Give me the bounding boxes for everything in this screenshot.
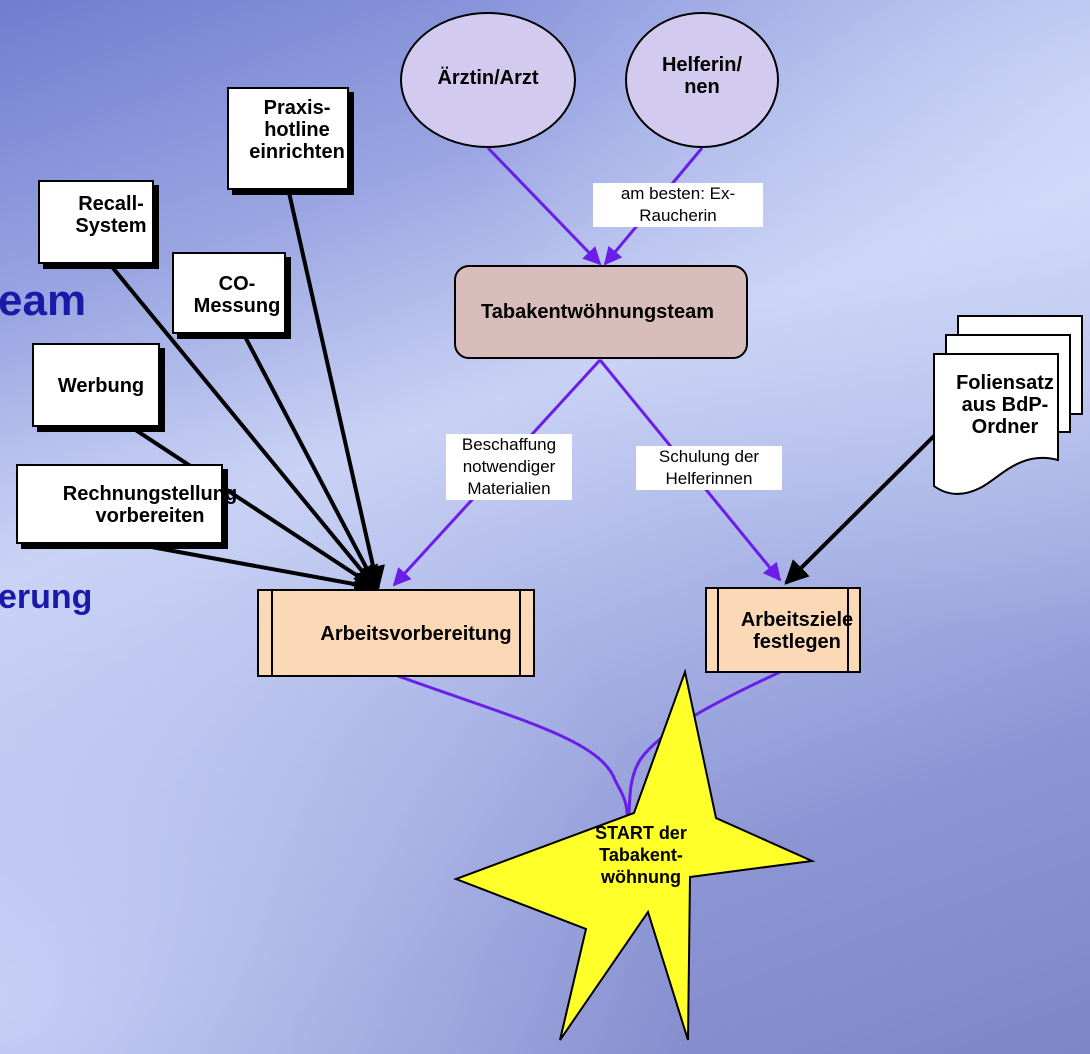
doctor-ellipse: [400, 12, 576, 148]
foliensatz-document: [933, 315, 1083, 495]
arbeitsvorbereitung-process: [257, 589, 535, 677]
arbeitsziele-process: [705, 587, 861, 673]
arbeitsziele-label: Arbeitsziele festlegen: [740, 609, 854, 653]
background-title-team: eam: [0, 276, 87, 325]
co-box: [172, 252, 286, 334]
hotline-box: [227, 87, 349, 190]
team-box: [454, 265, 748, 359]
rechnung-box: [16, 464, 223, 544]
black-edges: [88, 187, 940, 596]
werbung-box: [32, 343, 160, 427]
start-star: [453, 668, 816, 1041]
doctor-label: Ärztin/Arzt: [437, 67, 539, 89]
recall-label: Recall- System: [75, 193, 147, 237]
edge-foliensatz-to-az: [784, 430, 940, 585]
edge-co-to-av: [228, 307, 379, 591]
edge-werbung-to-av: [88, 398, 379, 590]
edge-label-best: am besten: Ex- Raucherin: [593, 183, 763, 227]
edge-hotline-to-av: [286, 187, 385, 591]
foliensatz-label: Foliensatz aus BdP- Ordner: [956, 372, 1054, 438]
werbung-label: Werbung: [57, 375, 145, 397]
edge-av-to-start: [397, 674, 630, 837]
assistant-label: Helferin/ nen: [661, 54, 743, 98]
arbeitsvorbereitung-label: Arbeitsvorbereitung: [320, 623, 512, 645]
hotline-label: Praxis- hotline einrichten: [249, 97, 345, 163]
edge-recall-to-av: [106, 260, 378, 590]
co-label: CO- Messung: [193, 273, 281, 317]
edge-doctor-to-team: [486, 146, 602, 266]
edge-az-to-start: [619, 670, 781, 838]
background-title-rung: erung: [0, 578, 93, 616]
rechnung-label: Rechnungstellung vorbereiten: [62, 483, 238, 527]
start-label: START der Tabakent- wöhnung: [595, 823, 687, 887]
edge-label-schulung: Schulung der Helferinnen: [636, 446, 782, 490]
assistant-ellipse: [625, 12, 779, 148]
edge-rechnung-to-av: [134, 542, 379, 596]
team-label: Tabakentwöhnungsteam: [481, 301, 714, 323]
edge-label-beschaffung: Beschaffung notwendiger Materialien: [446, 434, 572, 500]
recall-box: [38, 180, 154, 264]
